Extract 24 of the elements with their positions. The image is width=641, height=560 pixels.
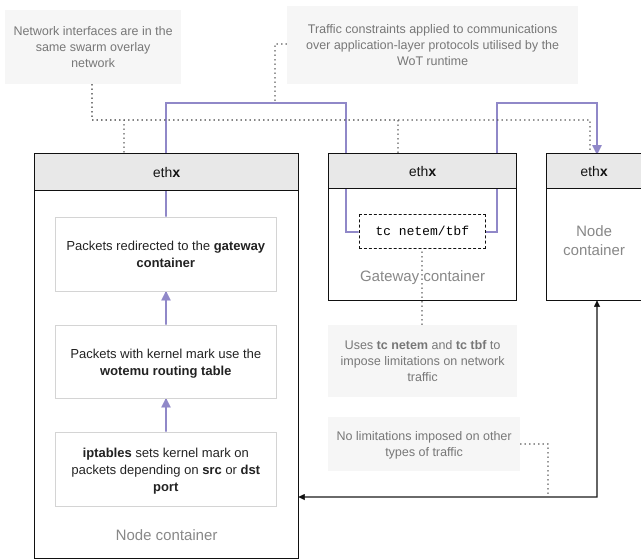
command-box: tc netem/tbf xyxy=(358,214,486,249)
leader-line xyxy=(520,443,549,497)
container-label: Node container xyxy=(562,222,626,260)
process-box: Packets with kernel mark use the wotemu routing table xyxy=(54,324,277,399)
container-box xyxy=(34,153,299,559)
connector-arrow xyxy=(161,398,171,432)
container-box xyxy=(328,153,517,301)
note-box: Network interfaces are in the same swarm overlay network xyxy=(5,10,181,84)
note-box: No limitations imposed on other types of traffic xyxy=(328,417,520,471)
interface-header: ethx xyxy=(547,154,641,189)
container-label: Gateway container xyxy=(358,267,486,286)
note-box: Uses tc netem and tc tbf to impose limitations on network traffic xyxy=(328,325,517,397)
process-box: Packets redirected to the gateway container xyxy=(54,216,277,292)
leader-line xyxy=(421,248,423,325)
interface-header: ethx xyxy=(35,154,298,191)
connector-arrow xyxy=(496,102,602,155)
leader-line xyxy=(274,43,287,103)
note-box: Traffic constraints applied to communications over application-layer protocols utilised by the WoT runtime xyxy=(287,6,578,84)
process-box: iptables sets kernel mark on packets depending on src or dst port xyxy=(54,432,277,507)
interface-header: ethx xyxy=(329,154,516,189)
connector-arrow xyxy=(161,290,171,325)
connector-arrow xyxy=(298,300,600,500)
container-box xyxy=(546,153,641,301)
container-label: Node container xyxy=(114,526,218,545)
